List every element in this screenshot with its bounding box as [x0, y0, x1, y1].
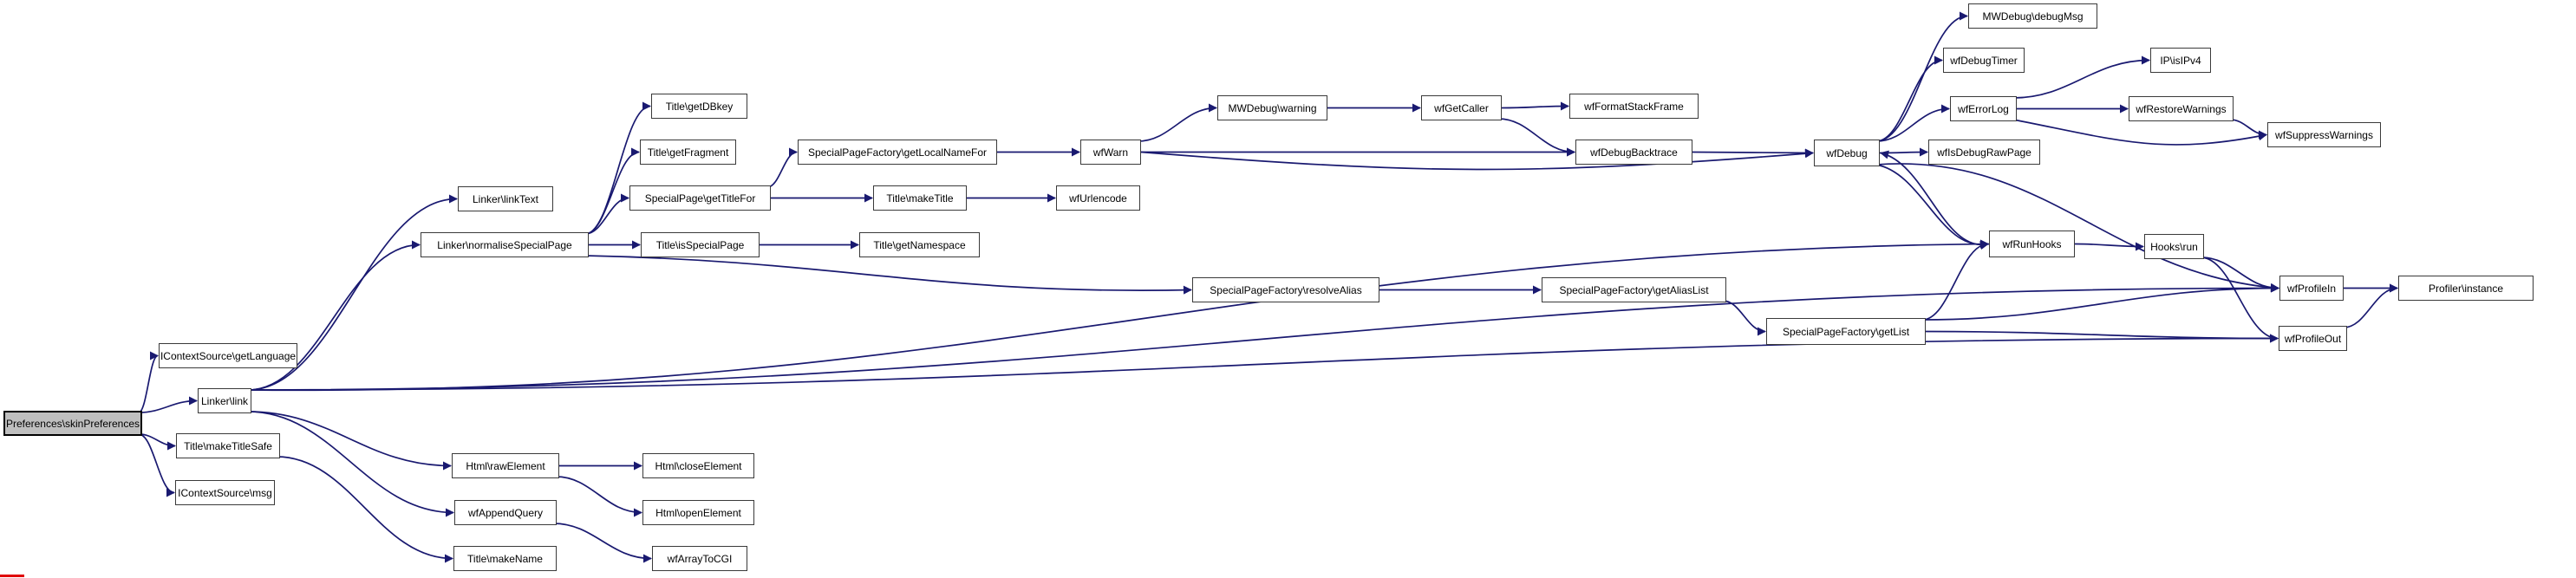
- edge-debug-to-debugTimer: [1875, 55, 1943, 142]
- graph-node-getList[interactable]: SpecialPageFactory\getList: [1766, 318, 1926, 345]
- edge-link-to-appendQuery: [247, 411, 454, 517]
- graph-node-profileOut[interactable]: wfProfileOut: [2279, 326, 2347, 351]
- edge-getCaller-to-formatStackFrame: [1501, 101, 1569, 111]
- edge-debug-to-runHooks: [1875, 164, 1989, 250]
- graph-node-debugMsg[interactable]: MWDebug\debugMsg: [1968, 3, 2097, 29]
- graph-node-makeName[interactable]: Title\makeName: [453, 546, 557, 571]
- graph-node-suppressWarnings[interactable]: wfSuppressWarnings: [2267, 122, 2381, 147]
- edge-getList-to-runHooks: [1921, 239, 1989, 321]
- edge-link-to-linkText: [247, 194, 458, 391]
- edge-wfWarn-to-debug: [1140, 149, 1814, 171]
- graph-node-debug[interactable]: wfDebug: [1814, 140, 1880, 166]
- graph-node-getLocalNameFor[interactable]: SpecialPageFactory\getLocalNameFor: [798, 140, 997, 165]
- edge-link-to-profileIn: [247, 283, 2279, 391]
- edge-profileOut-to-profilerInstance: [2343, 283, 2398, 328]
- graph-node-skinPreferences: Preferences\skinPreferences: [3, 411, 142, 436]
- graph-node-isSpecialPage[interactable]: Title\isSpecialPage: [641, 232, 760, 257]
- graph-node-getLanguage[interactable]: IContextSource\getLanguage: [159, 343, 297, 368]
- edge-skinPreferences-to-msg: [138, 433, 175, 497]
- graph-node-urlencode[interactable]: wfUrlencode: [1056, 185, 1140, 211]
- edge-getList-to-profileOut: [1925, 330, 2279, 343]
- graph-node-linkText[interactable]: Linker\linkText: [458, 186, 553, 211]
- graph-node-formatStackFrame[interactable]: wfFormatStackFrame: [1569, 94, 1699, 119]
- edge-skinPreferences-to-makeTitleSafe: [138, 433, 176, 451]
- graph-node-profileIn[interactable]: wfProfileIn: [2279, 276, 2344, 301]
- graph-node-closeElement[interactable]: Html\closeElement: [642, 453, 754, 478]
- graph-node-hooksRun[interactable]: Hooks\run: [2144, 234, 2204, 259]
- edge-debug-to-errorLog: [1875, 104, 1950, 142]
- edge-link-to-rawElement: [247, 411, 452, 471]
- edge-getList-to-profileIn: [1921, 283, 2279, 321]
- graph-node-appendQuery[interactable]: wfAppendQuery: [454, 500, 557, 525]
- graph-node-openElement[interactable]: Html\openElement: [642, 500, 754, 525]
- edge-debug-to-debugMsg: [1875, 11, 1968, 142]
- graph-node-getFragment[interactable]: Title\getFragment: [640, 140, 736, 165]
- graph-node-makeTitle[interactable]: Title\makeTitle: [873, 185, 967, 211]
- edge-debug-to-profileIn: [1875, 163, 2279, 292]
- graph-node-makeTitleSafe[interactable]: Title\makeTitleSafe: [176, 433, 280, 458]
- edge-makeTitleSafe-to-makeName: [276, 456, 453, 563]
- graph-node-getCaller[interactable]: wfGetCaller: [1421, 95, 1502, 120]
- graph-node-isDebugRawPage[interactable]: wfIsDebugRawPage: [1928, 140, 2040, 165]
- graph-node-isIPv4[interactable]: IP\isIPv4: [2150, 48, 2211, 73]
- edge-restoreWarnings-to-suppressWarnings: [2229, 119, 2267, 140]
- graph-node-arrayToCGI[interactable]: wfArrayToCGI: [652, 546, 747, 571]
- graph-node-link[interactable]: Linker\link: [198, 388, 251, 413]
- graph-node-msg[interactable]: IContextSource\msg: [175, 480, 275, 505]
- edge-getAliasList-to-getList: [1722, 300, 1766, 336]
- edge-normaliseSpecialPage-to-getTitleFor: [584, 193, 629, 235]
- graph-node-debugBacktrace[interactable]: wfDebugBacktrace: [1575, 140, 1692, 165]
- graph-node-rawElement[interactable]: Html\rawElement: [452, 453, 559, 478]
- edge-skinPreferences-to-getLanguage: [138, 351, 159, 413]
- edge-rawElement-to-openElement: [555, 476, 642, 517]
- edge-getCaller-to-debugBacktrace: [1497, 118, 1575, 157]
- edge-skinPreferences-to-link: [138, 396, 198, 413]
- edge-link-to-profileOut: [247, 334, 2279, 391]
- edge-normaliseSpecialPage-to-getDBkey: [584, 101, 651, 235]
- graph-node-getTitleFor[interactable]: SpecialPage\getTitleFor: [629, 185, 771, 211]
- edge-link-to-runHooks: [247, 239, 1989, 392]
- edge-appendQuery-to-arrayToCGI: [552, 523, 652, 563]
- edge-hooksRun-to-profileOut: [2200, 257, 2279, 343]
- edge-getTitleFor-to-getLocalNameFor: [766, 147, 798, 188]
- graph-node-runHooks[interactable]: wfRunHooks: [1989, 231, 2075, 257]
- edge-link-to-normaliseSpecialPage: [247, 240, 421, 391]
- edge-hooksRun-to-profileIn: [2200, 257, 2279, 293]
- edge-errorLog-to-suppressWarnings: [2012, 119, 2267, 146]
- artifact-red-line: [0, 575, 24, 577]
- graph-node-getDBkey[interactable]: Title\getDBkey: [651, 94, 747, 119]
- graph-node-restoreWarnings[interactable]: wfRestoreWarnings: [2129, 96, 2234, 121]
- edge-wfWarn-to-warning: [1137, 103, 1217, 142]
- graph-node-getNamespace[interactable]: Title\getNamespace: [859, 232, 980, 257]
- graph-node-errorLog[interactable]: wfErrorLog: [1950, 96, 2017, 121]
- graph-node-getAliasList[interactable]: SpecialPageFactory\getAliasList: [1542, 277, 1726, 302]
- graph-node-normaliseSpecialPage[interactable]: Linker\normaliseSpecialPage: [421, 232, 589, 257]
- edge-errorLog-to-isIPv4: [2012, 55, 2150, 99]
- edge-normaliseSpecialPage-to-getFragment: [584, 147, 640, 235]
- edge-normaliseSpecialPage-to-resolveAlias: [584, 255, 1192, 295]
- graph-node-wfWarn[interactable]: wfWarn: [1080, 140, 1141, 165]
- graph-node-resolveAlias[interactable]: SpecialPageFactory\resolveAlias: [1192, 277, 1379, 302]
- graph-node-warning[interactable]: MWDebug\warning: [1217, 95, 1327, 120]
- graph-node-profilerInstance[interactable]: Profiler\instance: [2398, 276, 2534, 301]
- graph-node-debugTimer[interactable]: wfDebugTimer: [1943, 48, 2025, 73]
- edge-runHooks-to-hooksRun: [2074, 242, 2144, 251]
- edge-runHooks-to-debug: [1880, 150, 1990, 246]
